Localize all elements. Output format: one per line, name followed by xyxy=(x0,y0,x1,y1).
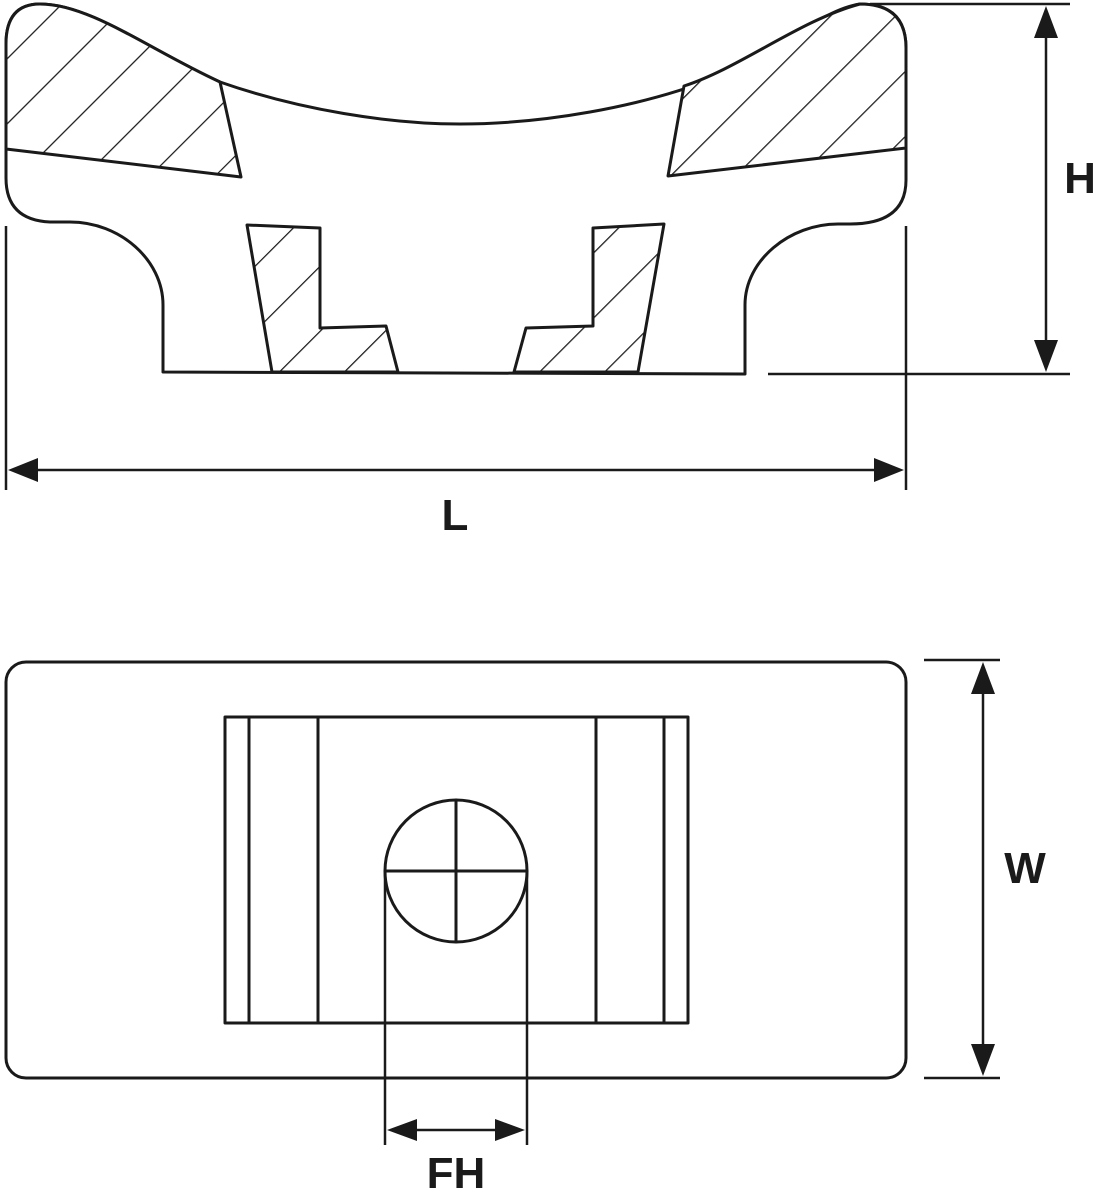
section-hatch-bottom-left xyxy=(245,223,400,374)
fixing-hole-dimension: FH xyxy=(383,871,529,1198)
height-dimension: H xyxy=(768,2,1096,376)
length-label: L xyxy=(442,491,469,540)
fh-arrow-right xyxy=(495,1119,525,1141)
side-view: H L xyxy=(4,2,1096,540)
section-hatch-top-left xyxy=(4,2,243,179)
width-arrow-up xyxy=(971,662,995,694)
base-plate-outline xyxy=(4,660,908,1080)
section-hatch-top-right xyxy=(666,2,908,178)
height-label: H xyxy=(1064,154,1096,203)
tie-channel-outline xyxy=(223,715,690,1025)
width-arrow-down xyxy=(971,1044,995,1076)
length-dimension: L xyxy=(4,226,908,540)
fh-label: FH xyxy=(427,1149,486,1198)
height-arrow-up xyxy=(1034,6,1058,38)
fh-arrow-left xyxy=(387,1119,417,1141)
top-view: FH W xyxy=(4,658,1046,1198)
width-label: W xyxy=(1004,844,1046,893)
height-arrow-down xyxy=(1034,340,1058,372)
section-hatch-bottom-right xyxy=(512,222,666,374)
length-arrow-left xyxy=(8,458,38,482)
width-dimension: W xyxy=(924,658,1046,1080)
length-arrow-right xyxy=(874,458,904,482)
